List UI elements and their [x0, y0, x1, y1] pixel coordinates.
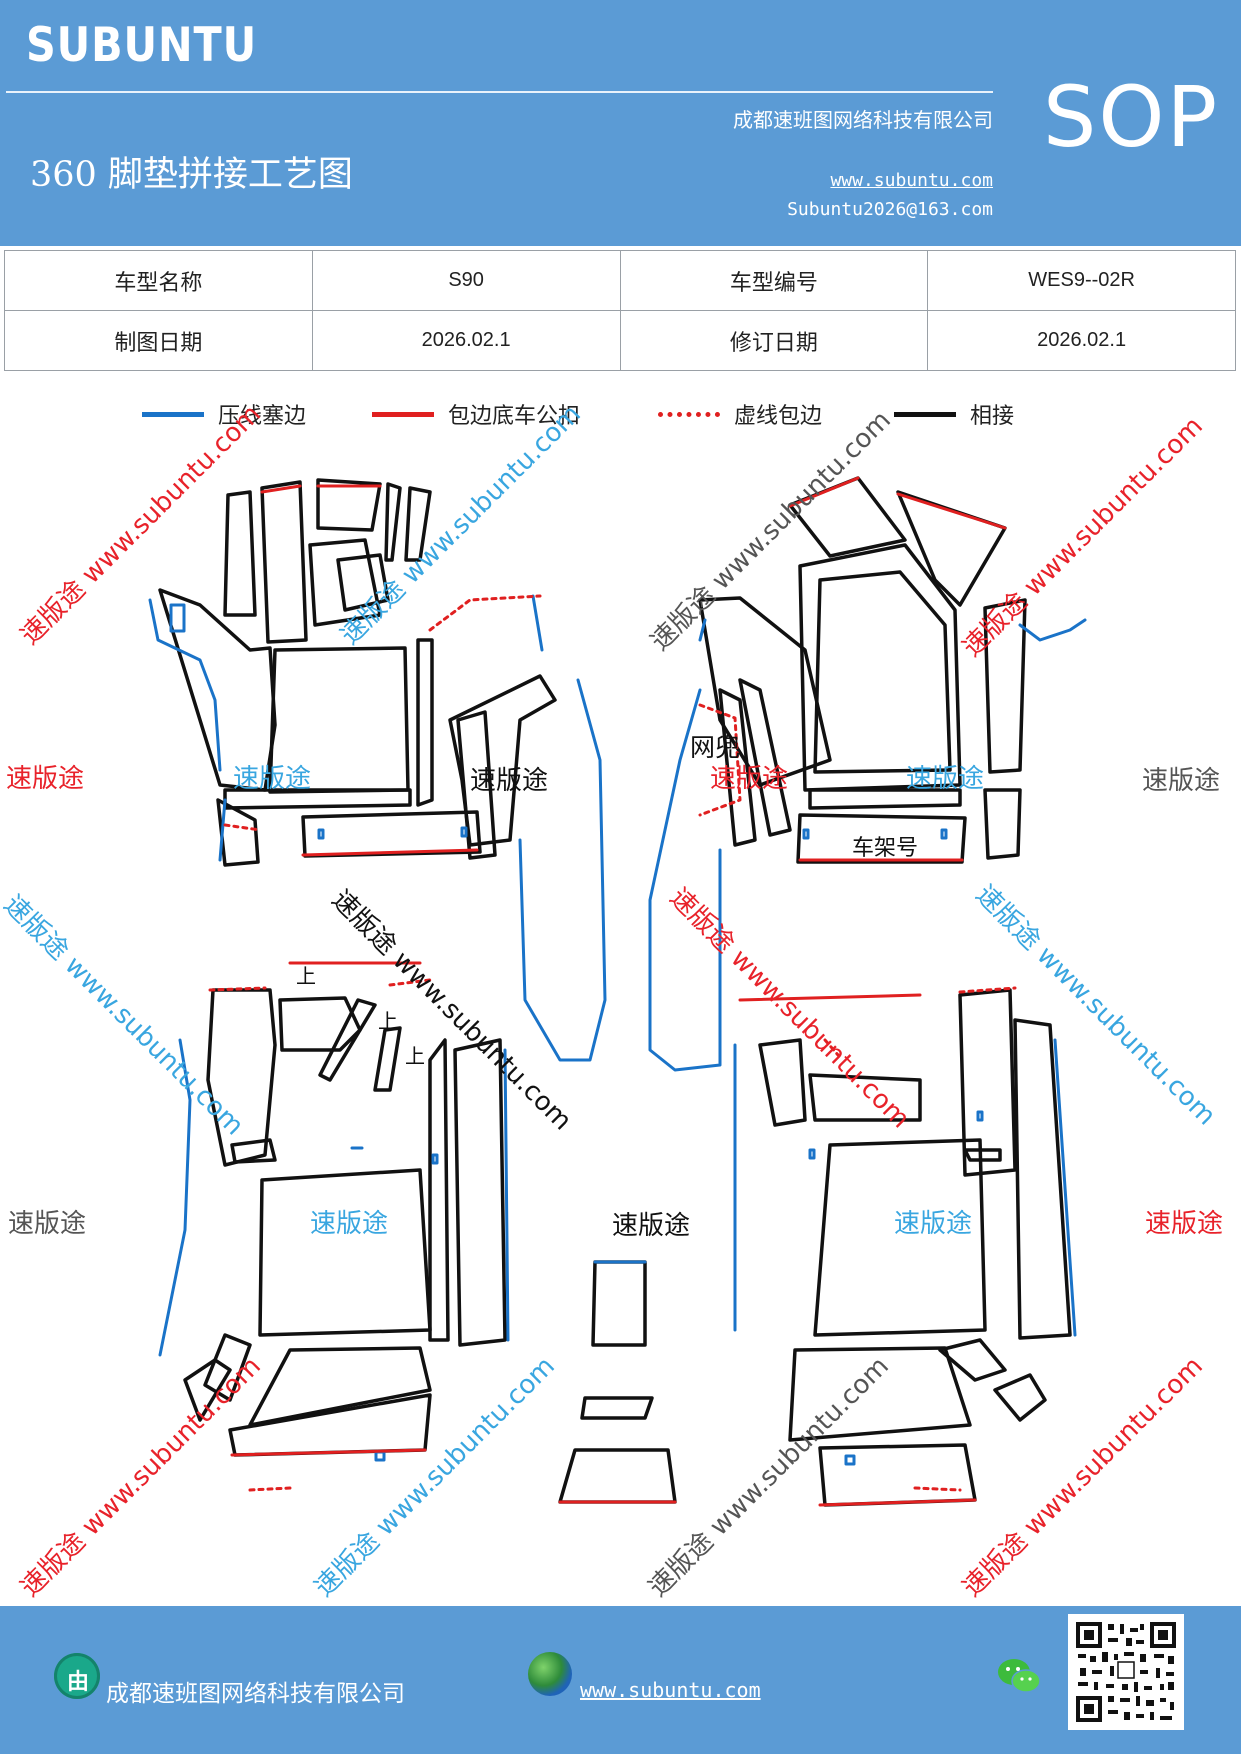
- brand-logo-text: SUBUNTU: [26, 18, 258, 73]
- dotted-binding-lines: [208, 594, 1017, 1492]
- legend-item-dotted-binding: 虚线包边: [658, 398, 822, 430]
- watermark-text: 速版途: [470, 766, 549, 796]
- header-website-link[interactable]: www.subuntu.com: [830, 170, 993, 191]
- qr-code-icon[interactable]: [1068, 1614, 1184, 1730]
- table-cell: 车型名称: [4, 250, 313, 311]
- header-banner: SUBUNTU 成都速班图网络科技有限公司 SOP 360 脚垫拼接工艺图 ww…: [0, 0, 1241, 246]
- stitch-legend: 压线塞边 包边底车公扣 虚线包边 相接: [0, 398, 1241, 438]
- legend-label: 压线塞边: [218, 404, 307, 429]
- table-cell: 车型编号: [619, 250, 929, 311]
- page-title: 360 脚垫拼接工艺图: [30, 155, 353, 195]
- sop-label: SOP: [1043, 68, 1220, 166]
- watermark-text: 速版途: [710, 764, 789, 794]
- legend-label: 包边底车公扣: [448, 404, 581, 429]
- footer-website-link[interactable]: www.subuntu.com: [580, 1678, 761, 1702]
- company-logo-icon: 由: [54, 1653, 100, 1699]
- wechat-icon: [998, 1659, 1041, 1693]
- header-email[interactable]: Subuntu2026@163.com: [787, 199, 993, 220]
- footer-banner: 由 成都速班图网络科技有限公司 www.subuntu.com: [0, 1606, 1241, 1754]
- table-cell: 2026.02.1: [311, 310, 621, 371]
- legend-swatch: [142, 411, 204, 417]
- table-cell: S90: [311, 250, 621, 311]
- table-row: 车型名称 S90 车型编号 WES9--02R: [4, 250, 1236, 311]
- up-mark: 上: [405, 1044, 425, 1068]
- watermark-text: 速版途: [906, 764, 985, 794]
- up-mark: 上: [296, 964, 316, 988]
- legend-swatch: [658, 411, 720, 417]
- legend-item-press-line: 压线塞边: [142, 398, 306, 430]
- press-line-edges: [148, 594, 1087, 1466]
- legend-swatch: [372, 411, 434, 417]
- joined-edges: [158, 476, 1072, 1507]
- table-cell: 修订日期: [619, 310, 929, 371]
- footer-company-name: 成都速班图网络科技有限公司: [106, 1681, 405, 1707]
- vehicle-info-table: 车型名称 S90 车型编号 WES9--02R 制图日期 2026.02.1 修…: [4, 250, 1236, 371]
- watermark-text: 速版途: [8, 1209, 87, 1239]
- watermark-text: 速版途: [894, 1209, 973, 1239]
- globe-icon: [528, 1652, 572, 1696]
- watermark-text: 速版途: [233, 764, 312, 794]
- watermark-text: 速版途: [1145, 1209, 1224, 1239]
- legend-swatch: [894, 411, 956, 417]
- table-cell: WES9--02R: [927, 250, 1236, 311]
- legend-item-edge-binding: 包边底车公扣: [372, 398, 580, 430]
- header-company-name: 成都速班图网络科技有限公司: [733, 108, 993, 132]
- up-mark: 上: [378, 1009, 398, 1033]
- legend-label: 虚线包边: [734, 404, 823, 429]
- table-cell: 制图日期: [4, 310, 313, 371]
- legend-item-joined: 相接: [894, 398, 1014, 430]
- watermark-text: 速版途: [1142, 766, 1221, 796]
- watermark-text: 速版途: [6, 764, 85, 794]
- watermark-text: 速版途: [612, 1211, 691, 1241]
- table-row: 制图日期 2026.02.1 修订日期 2026.02.1: [4, 310, 1236, 371]
- watermark-text: 速版途: [310, 1209, 389, 1239]
- floor-mat-pattern-diagram: [148, 476, 1087, 1507]
- net-pocket-label: 网兜: [690, 733, 741, 762]
- legend-label: 相接: [970, 404, 1015, 429]
- table-cell: 2026.02.1: [927, 310, 1236, 371]
- frame-number-label: 车架号: [852, 836, 919, 861]
- edge-binding-lines: [230, 476, 1007, 1507]
- header-divider: [6, 91, 993, 93]
